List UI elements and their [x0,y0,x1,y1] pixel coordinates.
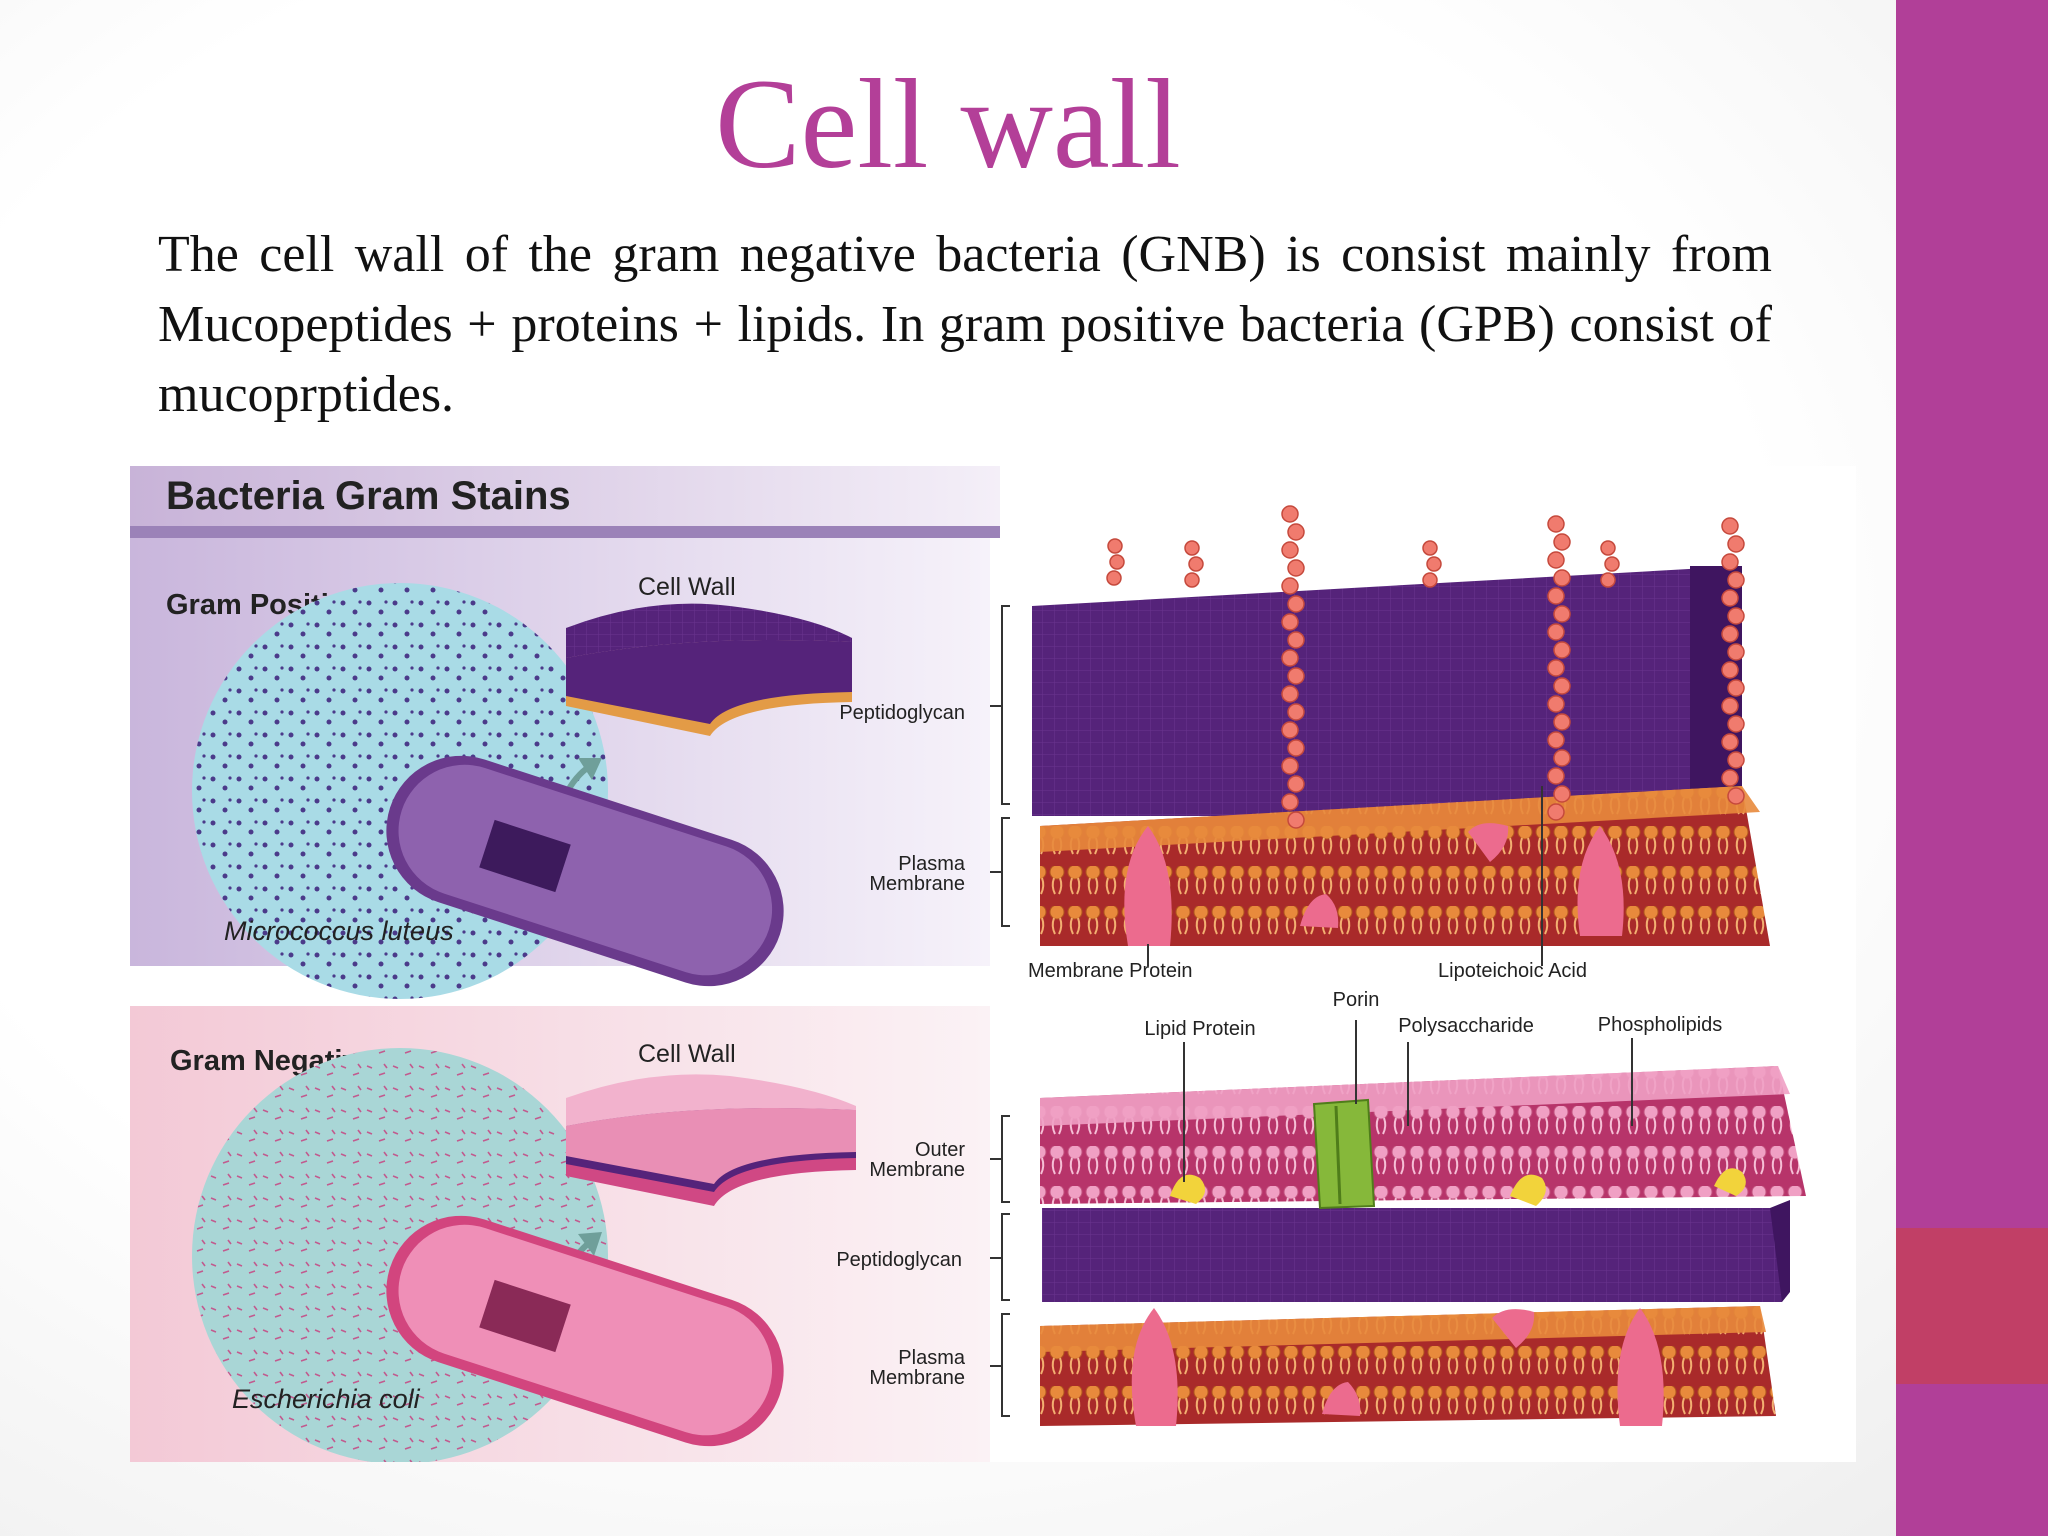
gp-plasma-label-1: Plasma [898,853,966,875]
gn-peptidoglycan-layer [1042,1200,1790,1302]
gn-cell-wall-block [566,1074,856,1206]
side-bar-accent [1896,1228,2048,1384]
porin-label: Porin [1333,989,1380,1011]
slide-title: Cell wall [715,53,1181,195]
gp-peptidoglycan-label: Peptidoglycan [839,702,965,724]
diagram-heading: Bacteria Gram Stains [166,474,571,518]
polysaccharide-label: Polysaccharide [1398,1015,1534,1037]
gp-cell-wall-block [566,603,852,736]
gp-organism-label: Micrococcus luteus [224,916,454,946]
lipid-protein-label: Lipid Protein [1144,1018,1255,1040]
gp-rod-bacterium [386,755,784,987]
gn-plasma-membrane [1040,1306,1776,1426]
gn-peptidoglycan-label: Peptidoglycan [836,1249,962,1271]
gram-stain-diagram: Bacteria Gram Stains Gram Positive Cell … [130,466,1856,1462]
gn-rod-bacterium [386,1215,784,1447]
diagram-header-band [130,466,1000,536]
gp-lipoteichoic-chains [1106,505,1745,829]
membrane-protein-label: Membrane Protein [1028,960,1193,982]
gn-cell-wall-label: Cell Wall [638,1040,736,1068]
slide-body-text: The cell wall of the gram negative bacte… [158,226,1772,423]
gn-plasma-label-1: Plasma [898,1347,966,1369]
gn-organism-label: Escherichia coli [232,1384,421,1414]
gp-cell-wall-label: Cell Wall [638,573,736,601]
gn-plasma-label-2: Membrane [869,1367,965,1389]
phospholipids-label: Phospholipids [1598,1014,1723,1036]
lipid-protein-shape [1170,1174,1206,1204]
gn-outer-membrane [1040,1066,1806,1204]
gp-plasma-label-2: Membrane [869,873,965,895]
lipoteichoic-acid-label: Lipoteichoic Acid [1438,960,1587,982]
gn-outer-label-1: Outer [915,1139,965,1161]
gp-membrane-protein [1124,826,1172,946]
gn-outer-label-2: Membrane [869,1159,965,1181]
porin-channel [1312,1098,1376,1210]
